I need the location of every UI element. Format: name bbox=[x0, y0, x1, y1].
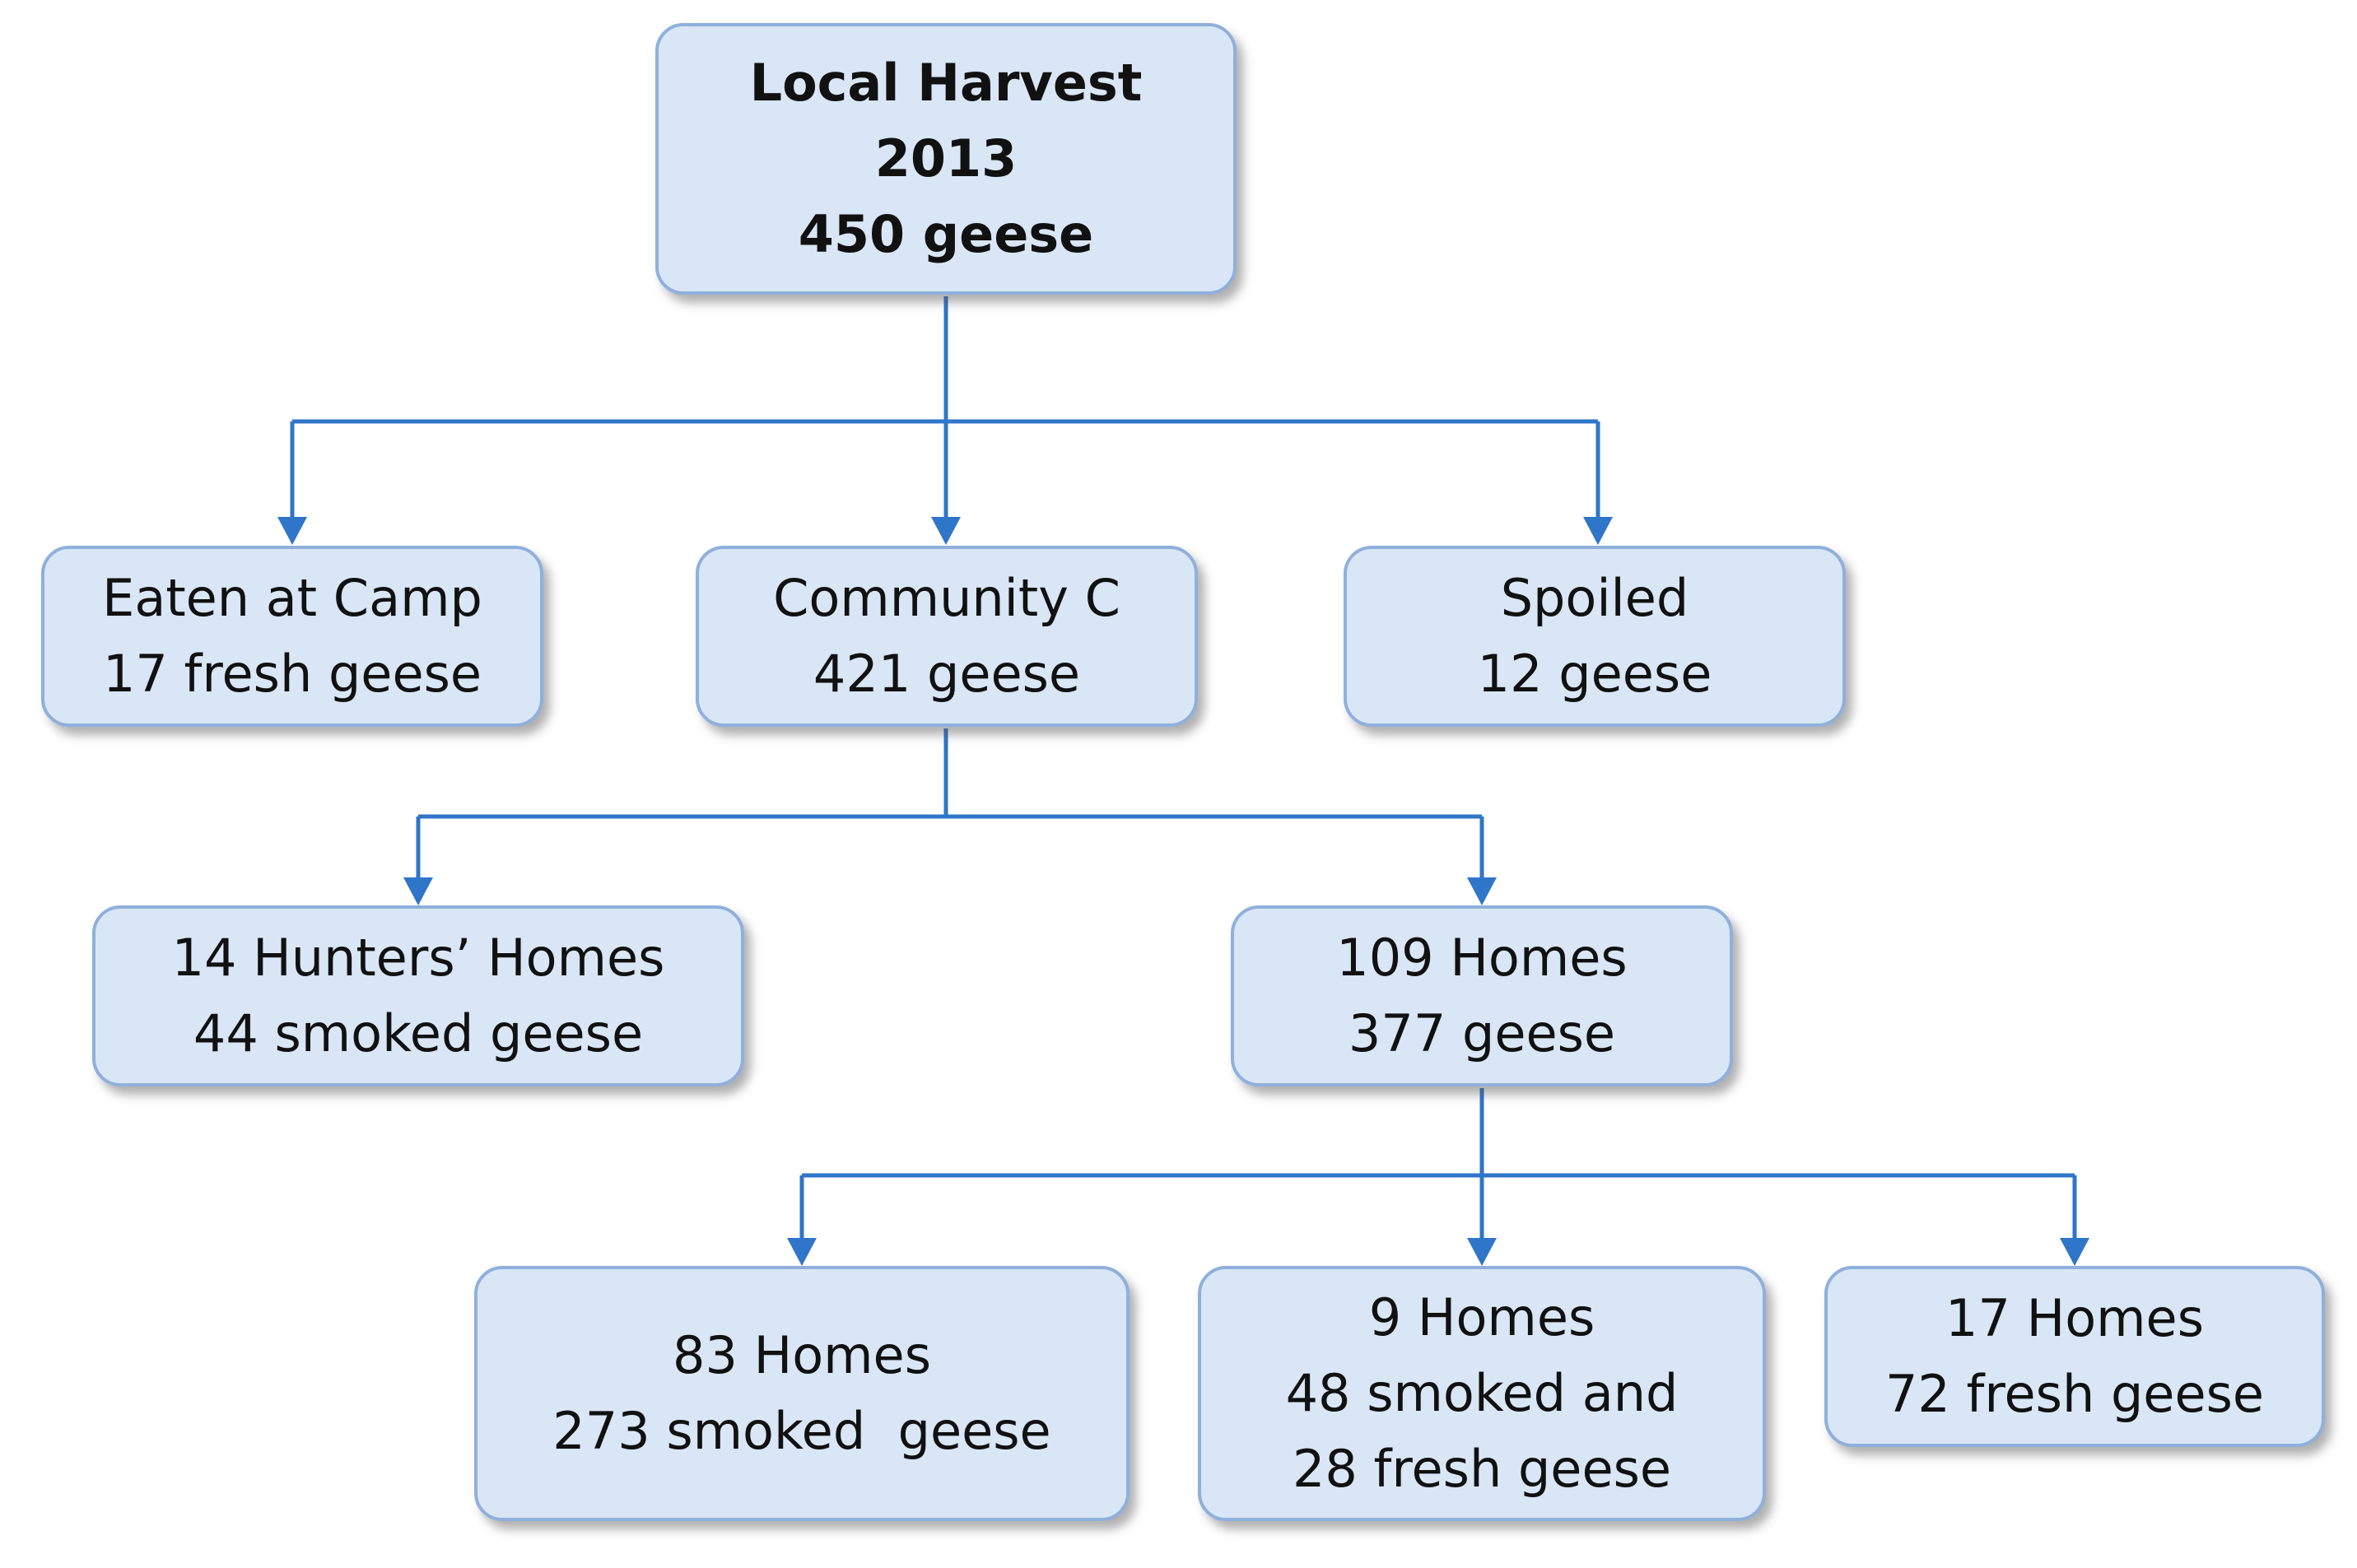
node-eaten-at-camp-title: Eaten at Camp bbox=[102, 568, 482, 628]
node-hunters-homes-title: 14 Hunters’ Homes bbox=[171, 928, 665, 988]
node-spoiled-count: 12 geese bbox=[1477, 644, 1712, 704]
node-9-homes-smoked: 48 smoked and bbox=[1285, 1363, 1679, 1423]
arrowhead-homes-17 bbox=[2060, 1238, 2089, 1266]
connectors bbox=[290, 296, 2077, 1241]
node-9-homes: 9 Homes 48 smoked and 28 fresh geese bbox=[1198, 1266, 1766, 1521]
node-community-c-count: 421 geese bbox=[813, 644, 1081, 704]
node-17-homes-title: 17 Homes bbox=[1945, 1288, 2204, 1348]
node-109-homes: 109 Homes 377 geese bbox=[1231, 905, 1733, 1086]
node-109-homes-count: 377 geese bbox=[1348, 1003, 1616, 1063]
arrowhead-spoiled bbox=[1583, 517, 1613, 545]
node-community-c-title: Community C bbox=[773, 568, 1120, 628]
arrowhead-homes-109 bbox=[1467, 877, 1497, 905]
arrowhead-homes-9 bbox=[1467, 1238, 1497, 1266]
node-local-harvest-title: Local Harvest bbox=[749, 53, 1143, 113]
node-83-homes: 83 Homes 273 smoked geese bbox=[474, 1266, 1130, 1521]
arrowheads bbox=[277, 517, 2089, 1266]
node-9-homes-title: 9 Homes bbox=[1368, 1287, 1595, 1347]
node-hunters-homes-count: 44 smoked geese bbox=[193, 1003, 644, 1063]
node-83-homes-title: 83 Homes bbox=[673, 1325, 931, 1385]
arrowhead-camp bbox=[277, 517, 307, 545]
node-109-homes-title: 109 Homes bbox=[1336, 928, 1628, 988]
node-83-homes-count: 273 smoked geese bbox=[552, 1401, 1051, 1461]
node-local-harvest-count: 450 geese bbox=[798, 204, 1094, 264]
node-local-harvest-year: 2013 bbox=[874, 128, 1018, 188]
arrowhead-community bbox=[931, 517, 961, 545]
node-9-homes-fresh: 28 fresh geese bbox=[1292, 1439, 1672, 1499]
node-local-harvest: Local Harvest 2013 450 geese bbox=[655, 23, 1237, 295]
node-eaten-at-camp: Eaten at Camp 17 fresh geese bbox=[41, 546, 543, 727]
arrowhead-homes-83 bbox=[787, 1238, 817, 1266]
node-spoiled: Spoiled 12 geese bbox=[1344, 546, 1846, 727]
node-eaten-at-camp-count: 17 fresh geese bbox=[102, 644, 482, 704]
node-17-homes-count: 72 fresh geese bbox=[1884, 1364, 2265, 1424]
node-17-homes: 17 Homes 72 fresh geese bbox=[1824, 1266, 2325, 1447]
node-hunters-homes: 14 Hunters’ Homes 44 smoked geese bbox=[92, 905, 744, 1086]
node-spoiled-title: Spoiled bbox=[1500, 568, 1689, 628]
node-community-c: Community C 421 geese bbox=[696, 546, 1198, 727]
arrowhead-hunters-homes bbox=[403, 877, 433, 905]
